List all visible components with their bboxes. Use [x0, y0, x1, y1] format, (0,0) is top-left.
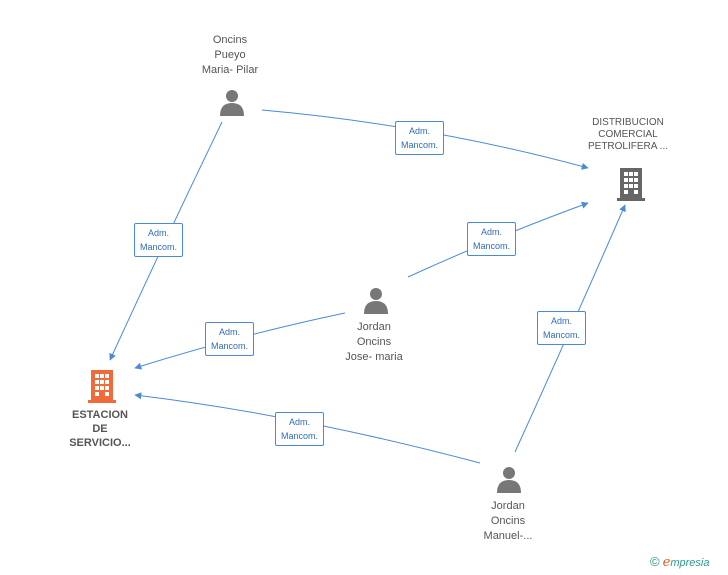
name-line: SERVICIO... [69, 437, 131, 449]
company-label-estacion: ESTACION DE SERVICIO... [50, 408, 150, 450]
name-line: Pueyo [214, 49, 246, 61]
relation-label[interactable]: Adm. Mancom. [395, 121, 445, 155]
person-label-jordan-jose: Jordan Oncins Jose- maria [324, 320, 424, 365]
relation-label[interactable]: Adm. Mancom. [537, 311, 587, 345]
building-icon[interactable] [615, 166, 647, 202]
relation-label[interactable]: Adm. Mancom. [275, 412, 325, 446]
person-label-oncins-pueyo: Oncins Pueyo Maria- Pilar [180, 33, 280, 78]
name-line: DISTRIBUCION [592, 117, 664, 128]
name-line: Jordan [491, 500, 525, 512]
name-line: ESTACION [71, 409, 129, 421]
brand-name: mpresia [670, 557, 710, 569]
name-line: PETROLIFERA ... [587, 141, 669, 152]
person-icon[interactable] [495, 465, 523, 493]
relation-type: Mancom. [281, 431, 319, 441]
relation-label[interactable]: Adm. Mancom. [205, 322, 255, 356]
relation-type: Mancom. [140, 242, 178, 252]
copyright-icon: © [650, 554, 660, 569]
relation-label[interactable]: Adm. Mancom. [467, 222, 517, 256]
brand-logo-icon: e [662, 555, 671, 570]
person-label-jordan-manuel: Jordan Oncins Manuel-... [458, 499, 558, 544]
name-line: DE [92, 423, 108, 435]
relation-role: Adm. [289, 417, 311, 427]
relation-role: Adm. [148, 228, 170, 238]
relation-role: Adm. [481, 227, 503, 237]
name-line: COMERCIAL [598, 129, 658, 140]
name-line: Oncins [490, 515, 526, 527]
name-line: Jordan [357, 321, 391, 333]
building-icon[interactable] [86, 368, 118, 404]
name-line: Jose- maria [345, 351, 403, 363]
name-line: Manuel-... [483, 530, 533, 542]
relation-type: Mancom. [211, 341, 249, 351]
name-line: Oncins [356, 336, 392, 348]
name-line: Oncins [212, 34, 248, 46]
person-icon[interactable] [362, 286, 390, 314]
person-icon[interactable] [218, 88, 246, 116]
footer-brand: © empresia [650, 554, 709, 570]
relation-role: Adm. [551, 316, 573, 326]
relation-type: Mancom. [401, 140, 439, 150]
relation-type: Mancom. [473, 241, 511, 251]
name-line: Maria- Pilar [201, 64, 259, 76]
company-label-distribucion: DISTRIBUCION COMERCIAL PETROLIFERA ... [578, 117, 678, 153]
relation-label[interactable]: Adm. Mancom. [134, 223, 184, 257]
relation-type: Mancom. [543, 330, 581, 340]
relation-role: Adm. [409, 126, 431, 136]
relation-role: Adm. [219, 327, 241, 337]
